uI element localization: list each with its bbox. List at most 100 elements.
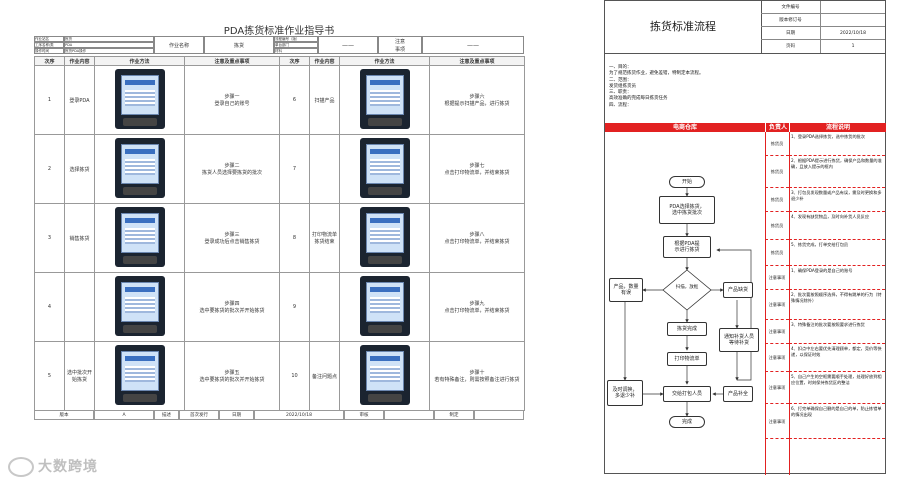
flow-decision-label: 扫描，放框 (675, 285, 699, 290)
intro-line: 高效准确的完成每日拣货任务 (609, 96, 668, 102)
step-photo (339, 65, 430, 135)
meta-label: 单台部门 (274, 42, 318, 48)
job-name-label: 作业名称 (154, 36, 204, 54)
footer-cell: 日期 (219, 410, 254, 420)
footer-cell: 首次发行 (179, 410, 219, 420)
process-step-description: 3、特殊备注的批次要按照要求进行拣货 (789, 320, 885, 344)
intro-line: 为了规范拣货作业，避免差错，特制定本流程。 (609, 71, 704, 77)
process-step-description: 1、登录PDA选择拣货，选中拣货的批次 (789, 132, 885, 156)
process-step-description: 6、打完单确保自己删的是自己的单，防止拣错单的情况出现 (789, 404, 885, 439)
step-content (309, 272, 340, 342)
footer-cell (384, 410, 434, 420)
meta-label: 材料 (274, 48, 318, 54)
step-number: 3 (34, 203, 65, 273)
flow-end: 完成 (669, 416, 705, 428)
col-header: 作业方法 (94, 56, 185, 66)
step-owner: 拣货员 (765, 156, 789, 188)
process-step-description: 4、发现有缺货物品，及时向补货人员反应 (789, 212, 885, 240)
step-note: 步骤十 若有特殊备注，则需按照备注进行拣货 (429, 341, 525, 411)
flow-step-select: PDA选择拣货， 选中拣货批次 (659, 196, 715, 224)
step-photo (94, 134, 185, 204)
decision-diamond (662, 269, 712, 311)
process-step-description: 5、自己产生的空框需要顺手处理，处理好放到相应位置，时刻保持拣货区的整洁 (789, 372, 885, 404)
footer-cell: 制定 (434, 410, 474, 420)
flow-step-pick: 根据PDA提 示进行拣货 (663, 236, 711, 258)
process-step-description: 1、确保PDA登录的是自己的账号 (789, 266, 885, 290)
pda-screenshot (114, 69, 165, 129)
flow-connectors (623, 188, 752, 417)
step-content: 选择拣货 (64, 134, 95, 204)
process-flow-sheet: 拣货标准流程 文件编号 版本修订号 日期 2022/10/18 页码 1 一、目… (604, 0, 886, 475)
col-header-warehouse: 电商仓库 (605, 123, 765, 132)
intro-line: 二、范围： (609, 77, 632, 83)
pda-screenshot (114, 207, 165, 267)
step-number: 1 (34, 65, 65, 135)
step-photo (94, 65, 185, 135)
pda-screenshot (359, 207, 410, 267)
sheet-meta: 作业站名 拣货 工序名称/类 PDA 操作时间 拣货PDA操作 作业名称 拣货 … (34, 36, 524, 76)
flowchart: 开始 PDA选择拣货， 选中拣货批次 根据PDA提 示进行拣货 扫描，放框 产品… (605, 132, 766, 475)
head-value: 1 (851, 44, 855, 49)
intro-line: 一、目的： (609, 65, 632, 70)
head-label: 日期 (761, 27, 821, 40)
table-header-row: 次序 作业内容 作业方法 注意及重点事项 次序 作业内容 作业方法 注意及重点事… (34, 56, 525, 66)
notice-label: 注意事项 (378, 36, 422, 54)
sheet-footer: 版本 A 描述 首次发行 日期 2022/10/18 审核 制定 (34, 410, 524, 420)
meta-value: 拣货PDA操作 (64, 48, 154, 54)
step-note: 步骤二 拣货人员选择要拣货的批次 (184, 134, 280, 204)
meta-value: PDA (64, 42, 154, 48)
step-photo (94, 341, 185, 411)
flow-replenish-box: 产品补全 (723, 386, 753, 402)
footer-cell (474, 410, 524, 420)
footer-cell: 版本 (34, 410, 94, 420)
col-header: 注意及重点事项 (184, 56, 280, 66)
footer-cell: 描述 (154, 410, 179, 420)
col-header-owner: 负责人 (765, 123, 790, 132)
step-photo (339, 272, 430, 342)
step-owner: 拣货员 (765, 188, 789, 212)
process-step-description: 4、扣点中左右要优先清理顾单，都定，竞价等快递，以保证时效 (789, 344, 885, 372)
process-step-description: 3、打包员发现数量或产品有误，需及时更换和多退少补 (789, 188, 885, 212)
step-owner: 拣货员 (765, 240, 789, 266)
pda-screenshot (114, 345, 165, 405)
step-owner: 拣货员 (765, 132, 789, 156)
flow-notify-box: 通知补货人员 等待补货 (719, 328, 759, 352)
work-instruction-sheet: PDA拣货标准作业指导书 作业站名 拣货 工序名称/类 PDA 操作时间 拣货P… (34, 22, 525, 422)
step-number: 5 (34, 341, 65, 411)
step-content: 备注问题点 (309, 341, 340, 411)
meta-dash: —— (422, 36, 524, 54)
col-header: 次序 (34, 56, 65, 66)
meta-value: 拣货 (64, 36, 154, 42)
owner-column: 拣货员拣货员拣货员拣货员拣货员注意事项注意事项注意事项注意事项注意事项注意事项 (765, 132, 790, 475)
instruction-table: 次序 作业内容 作业方法 注意及重点事项 次序 作业内容 作业方法 注意及重点事… (34, 56, 525, 411)
flow-error-box: 产品，数量 有误 (609, 278, 643, 302)
step-owner: 注意事项 (765, 320, 789, 344)
head-label: 版本修订号 (761, 14, 821, 27)
step-number: 7 (279, 134, 310, 204)
step-note: 步骤七 点击打印物流单，并结束拣货 (429, 134, 525, 204)
col-header: 注意及重点事项 (429, 56, 525, 66)
head-value (821, 1, 885, 14)
col-header: 作业方法 (339, 56, 430, 66)
step-owner: 注意事项 (765, 372, 789, 404)
process-step-description: 5、拣货完成，打单交给打包员 (789, 240, 885, 266)
step-number: 10 (279, 341, 310, 411)
pda-screenshot (114, 276, 165, 336)
step-owner: 拣货员 (765, 212, 789, 240)
head-label: 文件编号 (761, 1, 821, 14)
step-photo (339, 341, 430, 411)
step-content: 扫描产品 (309, 65, 340, 135)
meta-label: 作业站名 (34, 36, 64, 42)
step-content: 打印物流单 拣货结束 (309, 203, 340, 273)
flow-handover-box: 交给打包人员 (663, 386, 711, 402)
intro-line: 发货组拣货员 (609, 83, 636, 89)
pda-screenshot (359, 138, 410, 198)
meta-label: 流程编号（版） (274, 36, 318, 42)
step-note: 步骤九 点击打印物流单，并结束拣货 (429, 272, 525, 342)
meta-label: 操作时间 (34, 48, 64, 54)
step-number: 2 (34, 134, 65, 204)
